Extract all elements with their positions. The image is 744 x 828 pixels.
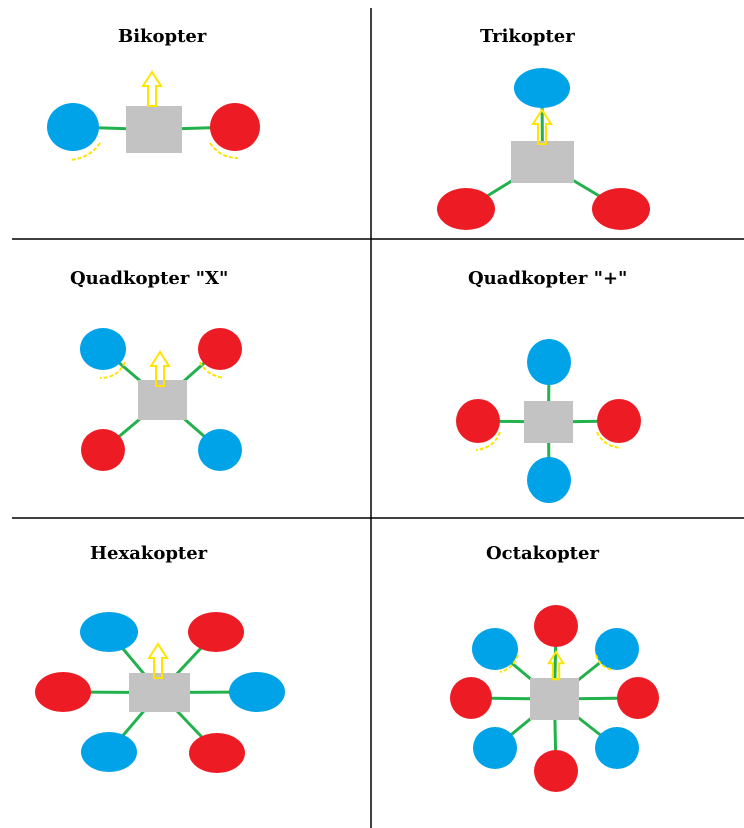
propeller-blue: [198, 429, 242, 471]
frame-body: [129, 673, 190, 712]
rotation-arrow: [69, 142, 101, 161]
title-hexakopter: Hexakopter: [90, 543, 208, 564]
propeller-blue: [473, 727, 517, 769]
propeller-red: [81, 429, 125, 471]
propeller-red: [210, 103, 260, 151]
propeller-blue: [527, 457, 571, 503]
direction-arrow: [147, 642, 169, 679]
propeller-red: [198, 328, 242, 370]
direction-arrow: [531, 108, 553, 145]
title-quadkopter-plus: Quadkopter "+": [468, 268, 628, 289]
drone-bikopter: [47, 70, 260, 161]
drone-hexakopter: [35, 612, 285, 773]
rotation-arrow: [199, 361, 225, 379]
frame-body: [511, 141, 574, 183]
rotation-arrow: [475, 431, 501, 451]
frame-body: [530, 678, 579, 720]
propeller-blue: [595, 628, 639, 670]
propeller-blue: [595, 727, 639, 769]
title-octakopter: Octakopter: [486, 543, 599, 564]
frame-body: [524, 401, 573, 443]
propeller-red: [592, 188, 650, 230]
propeller-red: [597, 399, 641, 443]
propeller-red: [189, 733, 245, 773]
propeller-blue: [81, 732, 137, 772]
propeller-red: [617, 677, 659, 719]
frame-body: [126, 106, 182, 153]
rotation-arrow: [596, 431, 622, 449]
propeller-blue: [472, 628, 518, 670]
propeller-red: [35, 672, 91, 712]
drone-quadkopter-plus: [456, 339, 641, 503]
propeller-red: [456, 399, 500, 443]
propeller-red: [534, 750, 578, 792]
propeller-blue: [527, 339, 571, 385]
propeller-red: [437, 188, 495, 230]
drone-octakopter: [450, 605, 659, 792]
propeller-red: [450, 677, 492, 719]
drone-trikopter: [437, 68, 650, 230]
propeller-red: [534, 605, 578, 647]
propeller-blue: [229, 672, 285, 712]
rotation-arrow: [209, 142, 239, 159]
propeller-blue: [80, 328, 126, 370]
propeller-blue: [47, 103, 99, 151]
direction-arrow: [149, 350, 171, 387]
title-quadkopter-x: Quadkopter "X": [70, 268, 229, 289]
rotation-arrow: [595, 654, 615, 671]
propeller-blue: [80, 612, 138, 652]
rotation-arrow: [99, 361, 126, 379]
drone-quadkopter-x: [80, 328, 242, 471]
propeller-red: [188, 612, 244, 652]
direction-arrow: [141, 70, 163, 107]
title-bikopter: Bikopter: [118, 26, 207, 47]
title-trikopter: Trikopter: [480, 26, 575, 47]
direction-arrow: [546, 650, 566, 681]
rotation-arrow: [499, 654, 519, 673]
propeller-blue: [514, 68, 570, 108]
